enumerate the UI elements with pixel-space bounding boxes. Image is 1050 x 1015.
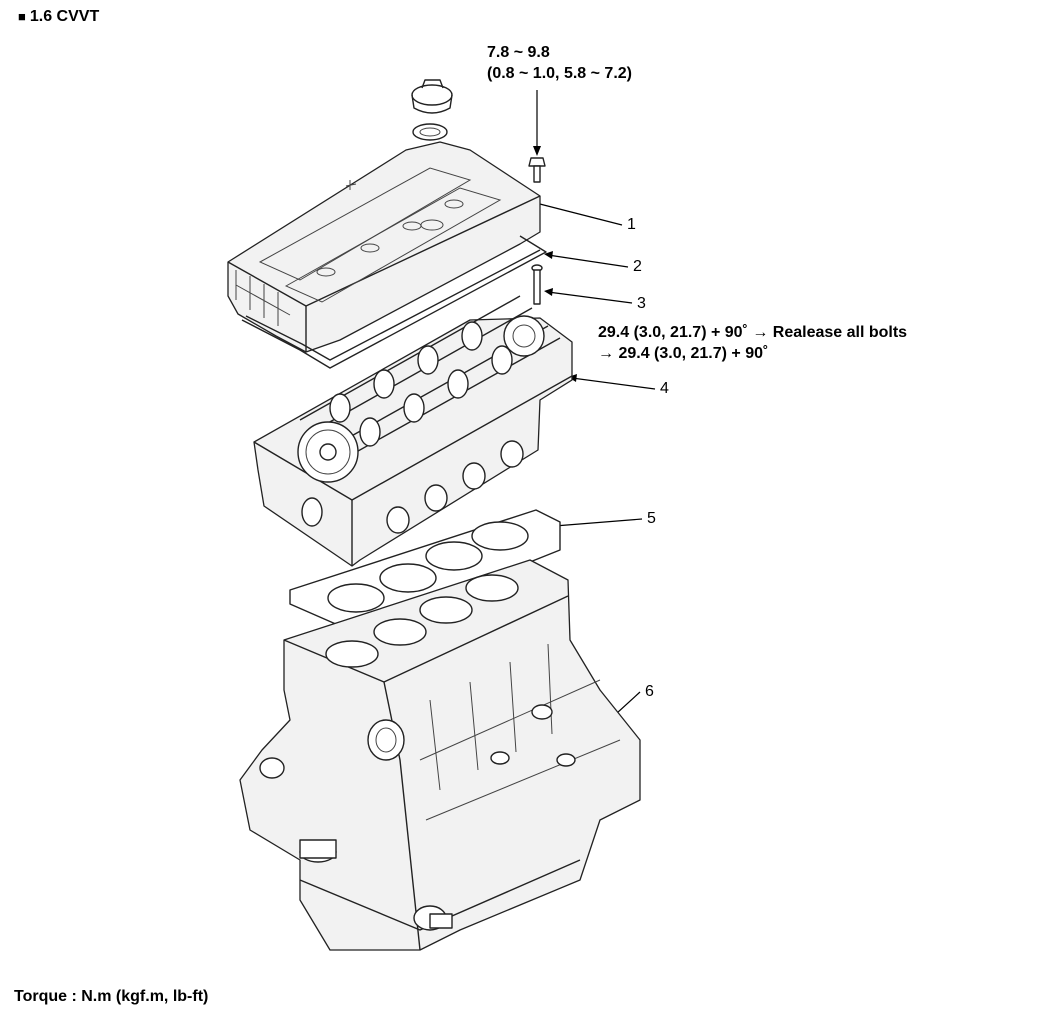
- leader-1: [531, 201, 623, 226]
- cover-gasket: [241, 235, 547, 369]
- leader-4: [571, 377, 656, 390]
- cover-bolt: [528, 157, 546, 183]
- bullet-square-icon: ■: [18, 9, 26, 24]
- leader-3: [547, 291, 633, 304]
- callout-3: 3: [637, 295, 646, 312]
- callout-2: 2: [633, 258, 642, 275]
- cylinder-head: [253, 295, 573, 567]
- title-text: 1.6 CVVT: [29, 8, 100, 25]
- leader-arrowhead: [533, 146, 541, 156]
- leader-arrowhead: [544, 251, 553, 259]
- callout-4: 4: [660, 380, 669, 397]
- cylinder-head-cover: [227, 141, 541, 353]
- cylinder-block: [239, 559, 641, 951]
- head-gasket: [289, 509, 561, 633]
- cylinder-head-bolt: [531, 264, 543, 305]
- torque-spec-head-bolt: 29.4 (3.0, 21.7) + 90˚ → Realease all bo…: [598, 322, 907, 364]
- leader-2: [547, 254, 629, 268]
- torque-line-2: → 29.4 (3.0, 21.7) + 90˚: [598, 345, 769, 362]
- page-title: ■1.6 CVVT: [18, 8, 99, 26]
- footer-torque-units: Torque : N.m (kgf.m, lb-ft): [14, 988, 209, 1005]
- torque-line-1: 7.8 ~ 9.8: [487, 44, 550, 61]
- torque-line-1: 29.4 (3.0, 21.7) + 90˚ → Realease all bo…: [598, 324, 908, 341]
- torque-line-2: (0.8 ~ 1.0, 5.8 ~ 7.2): [487, 65, 632, 82]
- torque-spec-cover-bolt: 7.8 ~ 9.8 (0.8 ~ 1.0, 5.8 ~ 7.2): [487, 42, 632, 84]
- callout-5: 5: [647, 510, 656, 527]
- callout-1: 1: [627, 216, 636, 233]
- callout-6: 6: [645, 683, 654, 700]
- leader-arrowhead: [544, 288, 553, 296]
- oil-filler-cap: [411, 79, 453, 141]
